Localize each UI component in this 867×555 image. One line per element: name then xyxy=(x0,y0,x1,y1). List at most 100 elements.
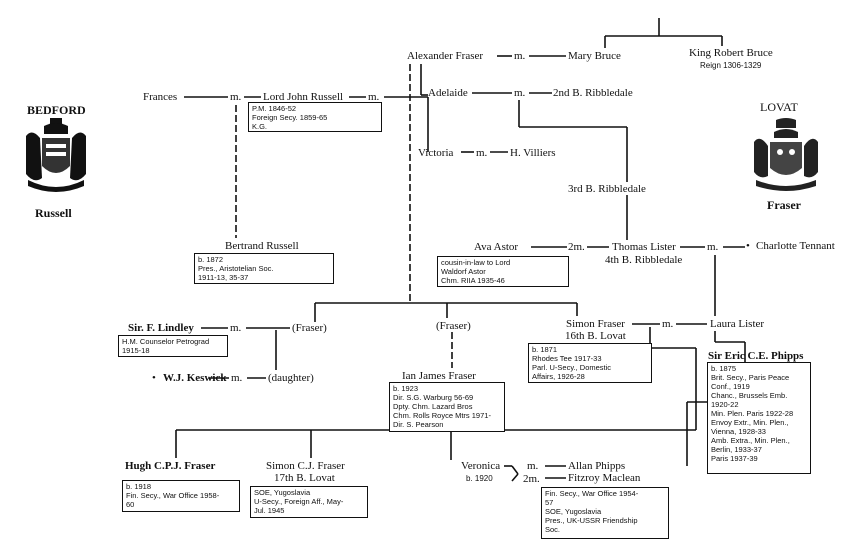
info-line: Vienna, 1928-33 xyxy=(711,427,766,436)
person-17th-b-lovat: 17th B. Lovat xyxy=(274,472,335,484)
marriage-label: 2m. xyxy=(568,241,585,253)
marriage-label: m. xyxy=(476,147,488,159)
info-line: Chm. RIIA 1935-46 xyxy=(441,276,505,285)
info-line: Fin. Secy., War Office 1958- xyxy=(126,491,220,500)
person-ava-astor: Ava Astor xyxy=(474,241,519,253)
info-line: Envoy Extr., Min. Plen., xyxy=(711,418,789,427)
king-robert-bruce-reign: Reign 1306-1329 xyxy=(700,61,762,70)
person-wj-keswick: W.J. Keswick xyxy=(163,372,227,384)
marriage-label: m. xyxy=(230,322,242,334)
info-line: Chanc., Brussels Emb. xyxy=(711,391,788,400)
person-veronica: Veronica xyxy=(461,460,501,472)
person-fraser-2: (Fraser) xyxy=(436,320,471,332)
bedford-crest-icon xyxy=(26,118,86,192)
info-line: SOE, Yugoslavia xyxy=(545,507,602,516)
info-line: U-Secy., Foreign Aff., May- xyxy=(254,497,344,506)
info-line: Dpty. Chm. Lazard Bros xyxy=(393,402,473,411)
person-lord-john-russell: Lord John Russell xyxy=(263,91,344,103)
bullet-icon: • xyxy=(746,240,750,252)
person-alexander-fraser: Alexander Fraser xyxy=(407,50,484,62)
person-ian-james-fraser: Ian James Fraser xyxy=(402,370,476,382)
marriage-label: m. xyxy=(514,50,526,62)
marriage-label: m. xyxy=(368,91,380,103)
info-line: b. 1872 xyxy=(198,255,224,264)
info-line: b. 1871 xyxy=(532,345,558,354)
info-line: Conf., 1919 xyxy=(711,382,750,391)
info-line: SOE, Yugoslavia xyxy=(254,488,311,497)
person-2nd-b-ribbledale: 2nd B. Ribbledale xyxy=(553,87,633,99)
info-line: b. 1875 xyxy=(711,364,737,373)
fraser-label: Fraser xyxy=(767,198,801,212)
person-simon-fraser: Simon Fraser xyxy=(566,318,625,330)
info-line: Brit. Secy., Paris Peace xyxy=(711,373,790,382)
marriage-label: m. xyxy=(514,87,526,99)
marriage-label: m. xyxy=(231,372,243,384)
info-line: H.M. Counselor Petrograd xyxy=(122,337,210,346)
lovat-label: LOVAT xyxy=(760,100,798,114)
marriage-label: 2m. xyxy=(523,473,540,485)
info-line: Dir. S.G. Warburg 56-69 xyxy=(393,393,474,402)
person-bertrand-russell: Bertrand Russell xyxy=(225,240,299,252)
info-line: Chm. Rolls Royce Mtrs 1971- xyxy=(393,411,491,420)
marriage-label: m. xyxy=(230,91,242,103)
info-line: Paris 1937-39 xyxy=(711,454,758,463)
info-line: Pres., UK-USSR Friendship xyxy=(545,516,638,525)
russell-label: Russell xyxy=(35,206,72,220)
info-line: 1920-22 xyxy=(711,400,739,409)
person-h-villiers: H. Villiers xyxy=(510,147,556,159)
person-mary-bruce: Mary Bruce xyxy=(568,50,621,62)
person-victoria: Victoria xyxy=(418,147,454,159)
lovat-crest-icon xyxy=(754,118,818,191)
info-line: K.G. xyxy=(252,122,268,131)
person-16th-b-lovat: 16th B. Lovat xyxy=(565,330,626,342)
person-4th-b-ribbledale: 4th B. Ribbledale xyxy=(605,254,683,266)
info-line: b. 1923 xyxy=(393,384,419,393)
info-line: P.M. 1846-52 xyxy=(252,104,297,113)
bedford-label: BEDFORD xyxy=(27,103,86,117)
marriage-label: m. xyxy=(527,460,539,472)
info-line: Affairs, 1926-28 xyxy=(532,372,585,381)
person-frances: Frances xyxy=(143,91,178,103)
person-adelaide: Adelaide xyxy=(428,87,468,99)
person-sir-f-lindley: Sir. F. Lindley xyxy=(128,322,194,334)
info-line: 60 xyxy=(126,500,135,509)
marriage-label: m. xyxy=(662,318,674,330)
person-king-robert-bruce: King Robert Bruce xyxy=(689,47,773,59)
info-line: cousin-in-law to Lord xyxy=(441,258,511,267)
person-fitzroy-maclean: Fitzroy Maclean xyxy=(568,472,641,484)
person-laura-lister: Laura Lister xyxy=(710,318,765,330)
info-line: Berlin, 1933-37 xyxy=(711,445,762,454)
info-line: Parl. U-Secy., Domestic xyxy=(532,363,612,372)
person-hugh-fraser: Hugh C.P.J. Fraser xyxy=(125,460,216,472)
person-3rd-b-ribbledale: 3rd B. Ribbledale xyxy=(568,183,646,195)
info-line: Fin. Secy., War Office 1954- xyxy=(545,489,639,498)
person-simon-cj-fraser: Simon C.J. Fraser xyxy=(266,460,345,472)
info-line: Dir. S. Pearson xyxy=(393,420,444,429)
info-line: b. 1918 xyxy=(126,482,152,491)
person-daughter: (daughter) xyxy=(268,372,314,384)
person-sir-eric-phipps: Sir Eric C.E. Phipps xyxy=(708,350,804,362)
info-line: 1915-18 xyxy=(122,346,150,355)
bullet-icon: • xyxy=(152,372,156,384)
info-line: Waldorf Astor xyxy=(441,267,486,276)
info-line: Soc. xyxy=(545,525,561,534)
person-allan-phipps: Allan Phipps xyxy=(568,460,626,472)
person-fraser-1: (Fraser) xyxy=(292,322,327,334)
info-line: Jul. 1945 xyxy=(254,506,285,515)
info-line: Rhodes Tee 1917-33 xyxy=(532,354,602,363)
info-line: 1911-13, 35-37 xyxy=(198,273,249,282)
info-line: Amb. Extra., Min. Plen., xyxy=(711,436,790,445)
veronica-born: b. 1920 xyxy=(466,474,493,483)
